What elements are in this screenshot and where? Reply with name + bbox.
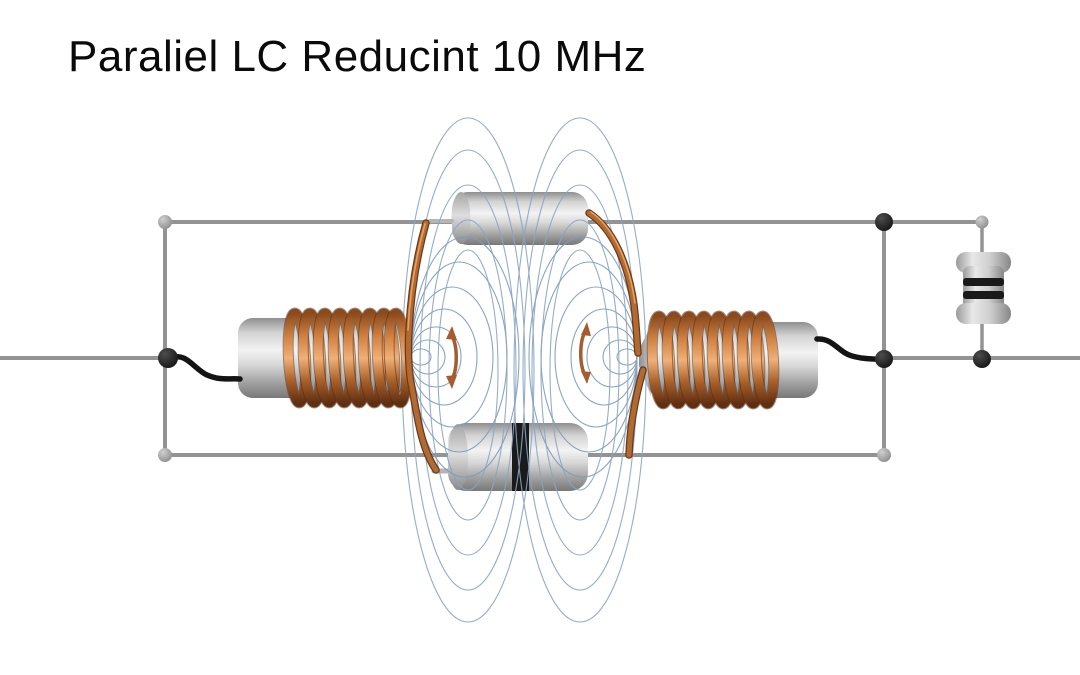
wire-frame xyxy=(0,220,1080,457)
junction-dot xyxy=(158,348,178,368)
corner-sphere xyxy=(158,215,172,229)
junction-dot xyxy=(973,350,991,368)
black-lead-wires xyxy=(169,336,885,382)
bead-band xyxy=(963,291,1004,299)
corner-sphere xyxy=(158,448,172,462)
junction-dots xyxy=(158,213,991,368)
top-capacitor xyxy=(428,192,588,245)
bead-band xyxy=(963,278,1004,286)
right-field-fan xyxy=(528,236,638,478)
right-black-wire xyxy=(814,336,885,363)
bead-capacitor xyxy=(956,252,1011,324)
left-black-wire xyxy=(169,354,243,382)
junction-dot xyxy=(875,350,893,368)
bottom-right-copper-wire xyxy=(625,366,647,459)
top-right-copper-wire xyxy=(585,209,642,357)
coil-windings xyxy=(282,307,413,409)
right-inductor xyxy=(639,310,818,410)
page-title: Paraliel LC Reducint 10 MHz xyxy=(68,32,647,81)
corner-sphere xyxy=(877,448,891,462)
coil-windings xyxy=(646,310,780,410)
field-rotation-arrows xyxy=(446,322,591,389)
corner-sphere xyxy=(975,215,989,229)
left-copper-wire xyxy=(404,219,440,474)
left-inductor xyxy=(238,307,413,409)
junction-dot xyxy=(875,213,893,231)
right-rotation-arrow xyxy=(579,322,591,384)
corner-spheres xyxy=(158,215,989,462)
left-rotation-arrow xyxy=(446,326,458,389)
copper-connectors xyxy=(404,209,647,474)
